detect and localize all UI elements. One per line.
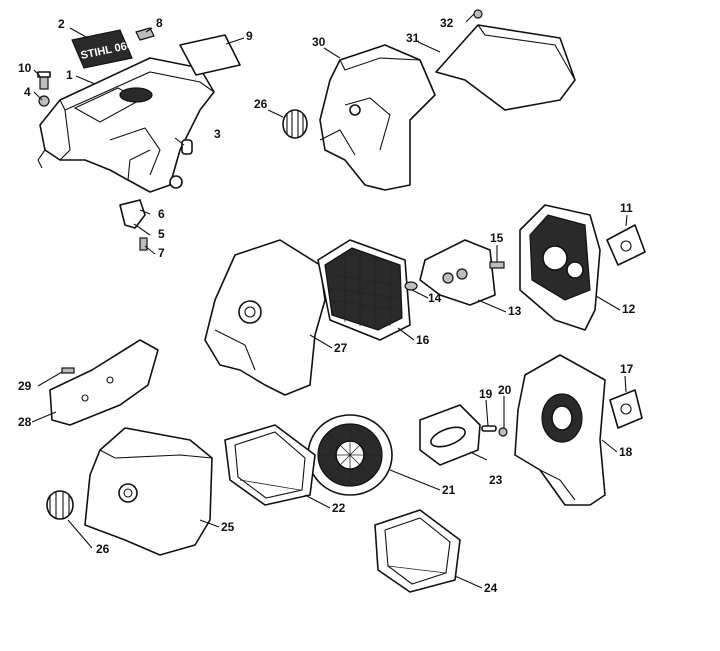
part-7-screw bbox=[139, 237, 148, 251]
callout-28: 28 bbox=[18, 415, 32, 429]
part-4-nut bbox=[38, 95, 50, 107]
callouts: 1 2 3 4 5 6 7 8 9 10 11 12 13 14 15 16 1… bbox=[18, 16, 636, 595]
part-20-washer bbox=[498, 427, 508, 437]
callout-32: 32 bbox=[440, 16, 454, 30]
part-10-screw bbox=[37, 71, 51, 90]
part-3-sleeve bbox=[181, 139, 193, 155]
part-22-ring bbox=[224, 424, 316, 506]
callout-4: 4 bbox=[24, 85, 31, 99]
part-18-housing bbox=[514, 354, 606, 506]
part-23-prefilter bbox=[419, 404, 481, 466]
part-29-screw bbox=[61, 367, 75, 374]
part-1-shroud bbox=[37, 57, 215, 193]
callout-9: 9 bbox=[246, 29, 253, 43]
callout-8: 8 bbox=[156, 16, 163, 30]
callout-26-upper: 26 bbox=[254, 97, 268, 111]
part-27-filter-cover bbox=[204, 239, 326, 396]
callout-2: 2 bbox=[58, 17, 65, 31]
callout-6: 6 bbox=[158, 207, 165, 221]
part-12-base-plate bbox=[519, 204, 601, 331]
part-21-filter-element bbox=[307, 414, 393, 496]
part-31-top-cover bbox=[435, 24, 576, 111]
part-13-bracket bbox=[419, 239, 496, 306]
callout-18: 18 bbox=[619, 445, 633, 459]
part-32-screw bbox=[473, 9, 483, 19]
callout-29: 29 bbox=[18, 379, 32, 393]
callout-3: 3 bbox=[214, 127, 221, 141]
part-6-clip bbox=[119, 199, 146, 229]
callout-11: 11 bbox=[620, 201, 633, 215]
callout-19: 19 bbox=[479, 387, 493, 401]
callout-12: 12 bbox=[622, 302, 636, 316]
callout-24: 24 bbox=[484, 581, 498, 595]
callout-15: 15 bbox=[490, 231, 504, 245]
callout-20: 20 bbox=[498, 383, 512, 397]
callout-1: 1 bbox=[66, 68, 73, 82]
part-9-plate bbox=[179, 34, 241, 76]
part-17-gasket bbox=[609, 389, 643, 429]
callout-17: 17 bbox=[620, 362, 634, 376]
part-25-cover bbox=[84, 427, 213, 556]
part-28-panel bbox=[49, 339, 159, 426]
part-14-grommet bbox=[404, 281, 418, 291]
part-16-filter bbox=[317, 239, 411, 341]
callout-23: 23 bbox=[489, 473, 503, 487]
callout-27: 27 bbox=[334, 341, 348, 355]
leader-lines bbox=[31, 13, 628, 589]
callout-14: 14 bbox=[428, 291, 442, 305]
part-8-plug bbox=[135, 27, 155, 41]
callout-10: 10 bbox=[18, 61, 32, 75]
part-11-gasket bbox=[606, 224, 646, 266]
callout-5: 5 bbox=[158, 227, 165, 241]
part-26-knob-upper bbox=[282, 109, 308, 139]
callout-25: 25 bbox=[221, 520, 235, 534]
callout-13: 13 bbox=[508, 304, 522, 318]
callout-30: 30 bbox=[312, 35, 326, 49]
callout-22: 22 bbox=[332, 501, 346, 515]
part-15-screw bbox=[489, 261, 505, 269]
callout-21: 21 bbox=[442, 483, 456, 497]
callout-26-lower: 26 bbox=[96, 542, 110, 556]
callout-7: 7 bbox=[158, 246, 165, 260]
callout-31: 31 bbox=[406, 31, 420, 45]
part-30-cover bbox=[319, 44, 436, 191]
part-24-ring bbox=[374, 509, 461, 593]
part-26-knob-lower bbox=[46, 490, 74, 520]
part-19-pin bbox=[481, 425, 497, 432]
callout-16: 16 bbox=[416, 333, 430, 347]
part-2-decal: STIHL 066 bbox=[71, 29, 134, 69]
